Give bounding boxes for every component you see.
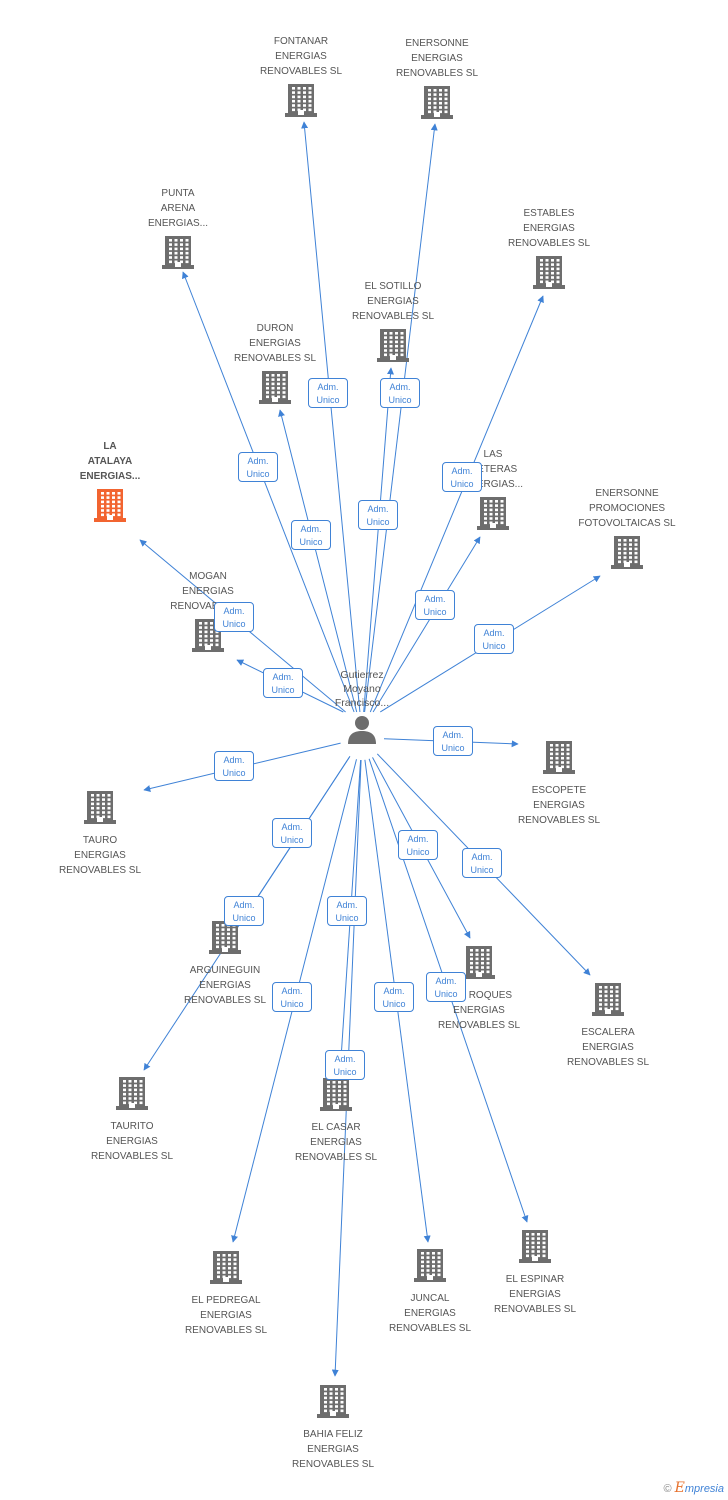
company-node-juncal[interactable]: JUNCAL ENERGIAS RENOVABLES SL <box>370 1248 490 1336</box>
building-icon <box>320 1077 352 1116</box>
building-icon <box>533 255 565 294</box>
company-label: ESCALERA ENERGIAS RENOVABLES SL <box>566 1027 650 1068</box>
relation-badge-escopete[interactable]: Adm. Unico <box>433 726 473 756</box>
company-node-taurito[interactable]: TAURITO ENERGIAS RENOVABLES SL <box>72 1076 192 1164</box>
building-icon <box>377 328 409 367</box>
building-icon <box>210 1250 242 1289</box>
company-label: BAHIA FELIZ ENERGIAS RENOVABLES SL <box>291 1429 375 1470</box>
relation-badge-enersonne-er[interactable]: Adm. Unico <box>380 378 420 408</box>
company-node-enersonne-pf[interactable]: ENERSONNE PROMOCIONES FOTOVOLTAICAS SL <box>567 486 687 574</box>
building-icon <box>94 488 126 527</box>
relation-edge-duron <box>278 409 358 713</box>
relation-badge-bahia-feliz[interactable]: Adm. Unico <box>325 1050 365 1080</box>
person-node[interactable]: Gutierrez Moyano Francisco... <box>307 668 417 744</box>
company-label: DURON ENERGIAS RENOVABLES SL <box>233 323 317 364</box>
company-node-punta-arena[interactable]: PUNTA ARENA ENERGIAS... <box>118 186 238 274</box>
company-label: PUNTA ARENA ENERGIAS... <box>147 188 208 229</box>
company-node-la-atalaya[interactable]: LA ATALAYA ENERGIAS... <box>50 439 170 527</box>
company-node-bahia-feliz[interactable]: BAHIA FELIZ ENERGIAS RENOVABLES SL <box>273 1384 393 1472</box>
relation-badge-el-sotillo[interactable]: Adm. Unico <box>358 500 398 530</box>
building-icon <box>543 740 575 779</box>
person-label: Gutierrez Moyano Francisco... <box>334 669 390 709</box>
company-label: ENERSONNE PROMOCIONES FOTOVOLTAICAS SL <box>578 488 676 529</box>
relation-edge-estables <box>369 295 544 713</box>
company-label: EL PEDREGAL ENERGIAS RENOVABLES SL <box>184 1295 268 1336</box>
relation-edge-fontanar <box>301 121 361 713</box>
company-label: ESTABLES ENERGIAS RENOVABLES SL <box>507 208 591 249</box>
company-node-tauro[interactable]: TAURO ENERGIAS RENOVABLES SL <box>40 790 160 878</box>
building-icon <box>421 85 453 124</box>
brand-logo: © Empresia <box>663 1480 724 1496</box>
person-icon <box>348 716 376 744</box>
relation-badge-mogan[interactable]: Adm. Unico <box>263 668 303 698</box>
relation-badge-taurito[interactable]: Adm. Unico <box>272 818 312 848</box>
relation-badge-arguineguin[interactable]: Adm. Unico <box>224 896 264 926</box>
building-icon <box>162 235 194 274</box>
relation-badge-juncal[interactable]: Adm. Unico <box>374 982 414 1012</box>
building-icon <box>209 920 241 959</box>
relation-badge-las-meteras[interactable]: Adm. Unico <box>415 590 455 620</box>
company-label: JUNCAL ENERGIAS RENOVABLES SL <box>388 1293 472 1334</box>
company-label: EL ESPINAR ENERGIAS RENOVABLES SL <box>493 1274 577 1315</box>
relation-badge-la-atalaya[interactable]: Adm. Unico <box>214 602 254 632</box>
company-node-estables[interactable]: ESTABLES ENERGIAS RENOVABLES SL <box>489 206 609 294</box>
company-node-escalera[interactable]: ESCALERA ENERGIAS RENOVABLES SL <box>548 982 668 1070</box>
building-icon <box>84 790 116 829</box>
company-node-enersonne-er[interactable]: ENERSONNE ENERGIAS RENOVABLES SL <box>377 36 497 124</box>
relation-badge-punta-arena[interactable]: Adm. Unico <box>238 452 278 482</box>
relation-edge-punta-arena <box>182 271 355 713</box>
relation-badge-enersonne-pf[interactable]: Adm. Unico <box>474 624 514 654</box>
relation-badge-tauro[interactable]: Adm. Unico <box>214 751 254 781</box>
company-label: ESCOPETE ENERGIAS RENOVABLES SL <box>517 785 601 826</box>
company-label: EL CASAR ENERGIAS RENOVABLES SL <box>294 1122 378 1163</box>
relation-badge-fontanar[interactable]: Adm. Unico <box>308 378 348 408</box>
company-node-arguineguin[interactable]: ARGUINEGUIN ENERGIAS RENOVABLES SL <box>165 920 285 1008</box>
company-label: TAURO ENERGIAS RENOVABLES SL <box>58 835 142 876</box>
building-icon <box>259 370 291 409</box>
company-node-fontanar[interactable]: FONTANAR ENERGIAS RENOVABLES SL <box>241 34 361 122</box>
relation-badge-estables[interactable]: Adm. Unico <box>442 462 482 492</box>
company-label: LA ATALAYA ENERGIAS... <box>79 441 141 482</box>
company-node-el-espinar[interactable]: EL ESPINAR ENERGIAS RENOVABLES SL <box>475 1229 595 1317</box>
relation-badge-el-pedregal[interactable]: Adm. Unico <box>272 982 312 1012</box>
relation-badge-el-casar[interactable]: Adm. Unico <box>327 896 367 926</box>
building-icon <box>116 1076 148 1115</box>
relation-badge-duron[interactable]: Adm. Unico <box>291 520 331 550</box>
relation-edge-enersonne-er <box>364 123 438 713</box>
company-node-el-sotillo[interactable]: EL SOTILLO ENERGIAS RENOVABLES SL <box>333 279 453 367</box>
company-node-las-meteras[interactable]: LAS METERAS ENERGIAS... <box>433 447 553 535</box>
company-label: TAURITO ENERGIAS RENOVABLES SL <box>90 1121 174 1162</box>
building-icon <box>611 535 643 574</box>
company-label: ARGUINEGUIN ENERGIAS RENOVABLES SL <box>183 965 267 1006</box>
company-node-escopete[interactable]: ESCOPETE ENERGIAS RENOVABLES SL <box>499 740 619 828</box>
building-icon <box>414 1248 446 1287</box>
building-icon <box>285 83 317 122</box>
company-label: EL SOTILLO ENERGIAS RENOVABLES SL <box>351 281 435 322</box>
company-node-el-casar[interactable]: EL CASAR ENERGIAS RENOVABLES SL <box>276 1077 396 1165</box>
company-label: LAS METERAS ENERGIAS... <box>462 449 523 490</box>
relation-badge-el-espinar[interactable]: Adm. Unico <box>426 972 466 1002</box>
company-node-duron[interactable]: DURON ENERGIAS RENOVABLES SL <box>215 321 335 409</box>
relation-edge-el-sotillo <box>363 367 394 713</box>
relation-edge-las-meteras <box>372 536 481 713</box>
building-icon <box>463 945 495 984</box>
relation-badge-los-roques[interactable]: Adm. Unico <box>398 830 438 860</box>
building-icon <box>477 496 509 535</box>
relation-badge-escalera[interactable]: Adm. Unico <box>462 848 502 878</box>
building-icon <box>317 1384 349 1423</box>
company-label: FONTANAR ENERGIAS RENOVABLES SL <box>259 36 343 77</box>
company-node-el-pedregal[interactable]: EL PEDREGAL ENERGIAS RENOVABLES SL <box>166 1250 286 1338</box>
building-icon <box>519 1229 551 1268</box>
building-icon <box>592 982 624 1021</box>
company-label: MOGAN ENERGIAS RENOVABLES... <box>170 571 246 612</box>
company-node-los-roques[interactable]: LOS ROQUES ENERGIAS RENOVABLES SL <box>419 945 539 1033</box>
company-label: ENERSONNE ENERGIAS RENOVABLES SL <box>395 38 479 79</box>
